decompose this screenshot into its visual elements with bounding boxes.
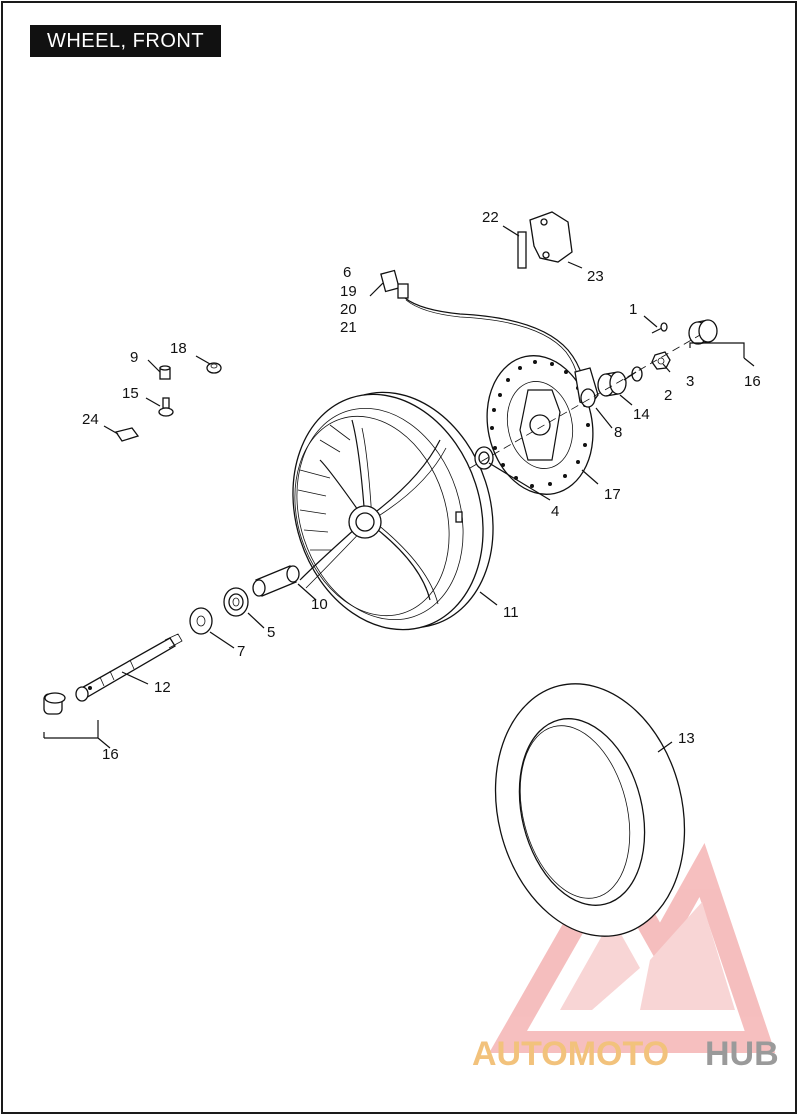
callout-4: 4 [551,503,559,520]
watermark-text-hub: HUB [705,1035,779,1073]
tire-part-13 [494,683,686,937]
callout-15: 15 [122,385,139,402]
leader-lines [43,225,755,753]
axle-cap-part-16-left [43,692,66,715]
callout-19: 19 [340,283,357,300]
nut-part-3 [651,351,671,370]
brake-disc-part-17 [486,355,594,495]
valve-stem-part-15 [158,397,174,417]
caliper-mount-part-23 [529,211,573,263]
callout-5: 5 [267,624,275,641]
callout-12: 12 [154,679,171,696]
callout-16-right: 16 [744,373,761,390]
callout-16-left: 16 [102,746,119,763]
bearing-part-4 [474,446,494,470]
callout-9: 9 [130,349,138,366]
watermark-text-automoto: AUTOMOTO [472,1035,669,1073]
wheel-speed-sensor [380,269,583,379]
spacer-part-10 [252,565,300,597]
callout-labels: 1 2 3 4 5 6 7 8 9 10 11 12 13 14 15 16 1… [82,209,761,763]
diagram-title: WHEEL, FRONT [30,25,221,57]
callout-24: 24 [82,411,99,428]
axle-cap-part-16 [688,319,718,345]
wheel-rim-part-11 [292,391,494,631]
callout-21: 21 [340,319,357,336]
callout-7: 7 [237,643,245,660]
sensor-bracket-part-8 [574,367,599,408]
callout-6: 6 [343,264,351,281]
valve-cap-part-9 [159,365,171,380]
callout-11: 11 [503,604,519,621]
callout-13: 13 [678,730,695,747]
nut-part-18 [206,362,222,374]
callout-10: 10 [311,596,328,613]
callout-2: 2 [664,387,672,404]
spacer-part-14 [597,371,627,397]
callout-14: 14 [633,406,650,423]
bearing-part-5 [223,587,249,617]
weight-part-24 [114,427,140,442]
callout-22: 22 [482,209,499,226]
callout-20: 20 [340,301,357,318]
callout-23: 23 [587,268,604,285]
pad-part-22 [517,231,527,269]
callout-8: 8 [614,424,622,441]
callout-3: 3 [686,373,694,390]
bolt-part-1 [651,322,668,334]
callout-18: 18 [170,340,187,357]
callout-17: 17 [604,486,621,503]
axle-part-12 [75,633,183,702]
washer-part-7 [189,607,213,635]
callout-1: 1 [629,301,637,318]
